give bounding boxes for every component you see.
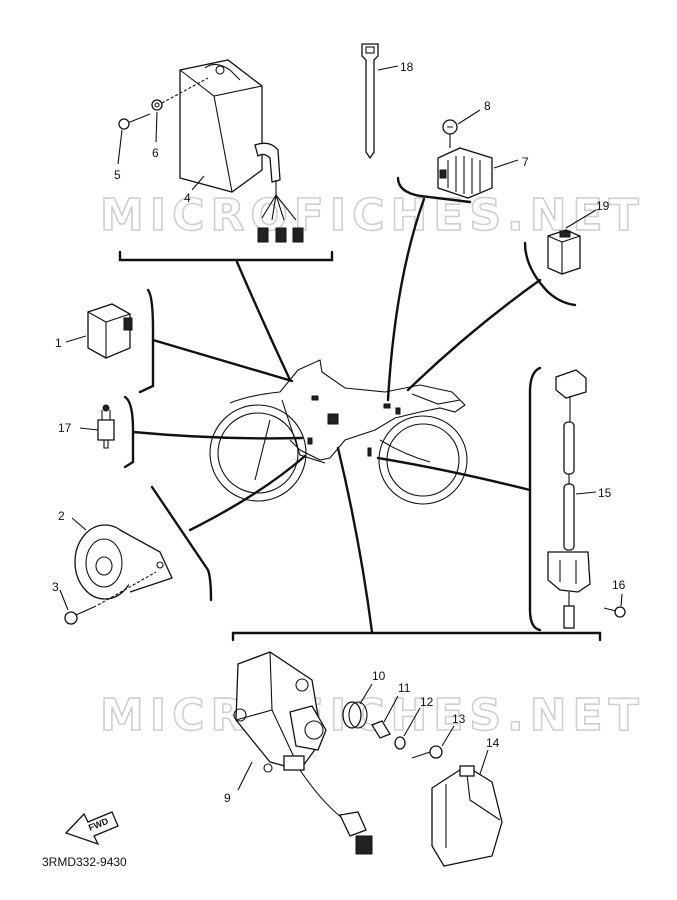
- cdi-unit: [179, 59, 304, 243]
- callout-9: 9: [224, 791, 231, 805]
- callout-18: 18: [400, 60, 414, 74]
- group-brackets: [118, 176, 602, 642]
- callout-1: 1: [55, 336, 62, 350]
- motorcycle-silhouette: [209, 359, 468, 505]
- bolt-8: [442, 119, 458, 148]
- washer-6: [151, 77, 209, 111]
- callout-19: 19: [596, 199, 610, 213]
- callout-5: 5: [114, 168, 121, 182]
- screw-5: [118, 113, 151, 130]
- callout-13: 13: [452, 712, 466, 726]
- washer-12: [394, 736, 406, 750]
- callout-labels: 1 2 3 4 5 6 7 8 9 10 11 12 13 14 15 16 1: [52, 60, 626, 805]
- sidestand-switch-15: [547, 369, 591, 629]
- callout-8: 8: [484, 99, 491, 113]
- main-switch-9: [233, 651, 373, 855]
- fwd-arrow-icon: FWD: [64, 811, 119, 846]
- leader-lines: [131, 197, 542, 634]
- horn-2: [74, 524, 173, 600]
- cover-14: [431, 765, 503, 867]
- grommet-10: [342, 701, 368, 729]
- callout-11: 11: [398, 681, 411, 695]
- cable-tie: [361, 43, 379, 160]
- callout-17: 17: [58, 421, 72, 435]
- callout-3: 3: [52, 580, 59, 594]
- drawing-code: 3RMD332-9430: [42, 855, 127, 869]
- watermark-top: MICROFICHES.NET: [100, 190, 645, 241]
- watermark-bottom: MICROFICHES.NET: [100, 690, 645, 741]
- callout-4: 4: [184, 191, 191, 205]
- callout-16: 16: [612, 578, 626, 592]
- bolt-16: [603, 606, 626, 618]
- callout-7: 7: [522, 155, 529, 169]
- callout-2: 2: [58, 509, 65, 523]
- flasher-relay-1: [87, 303, 133, 359]
- callout-10: 10: [372, 669, 386, 683]
- callout-15: 15: [598, 486, 612, 500]
- rectifier-regulator: [437, 147, 493, 199]
- relay-19: [547, 229, 581, 275]
- callout-12: 12: [420, 695, 434, 709]
- neutral-switch-17: [97, 404, 115, 449]
- bolt-3: [64, 571, 157, 625]
- collar-11: [371, 720, 391, 739]
- callout-14: 14: [486, 736, 500, 750]
- callout-6: 6: [152, 146, 159, 160]
- screw-13: [411, 745, 443, 759]
